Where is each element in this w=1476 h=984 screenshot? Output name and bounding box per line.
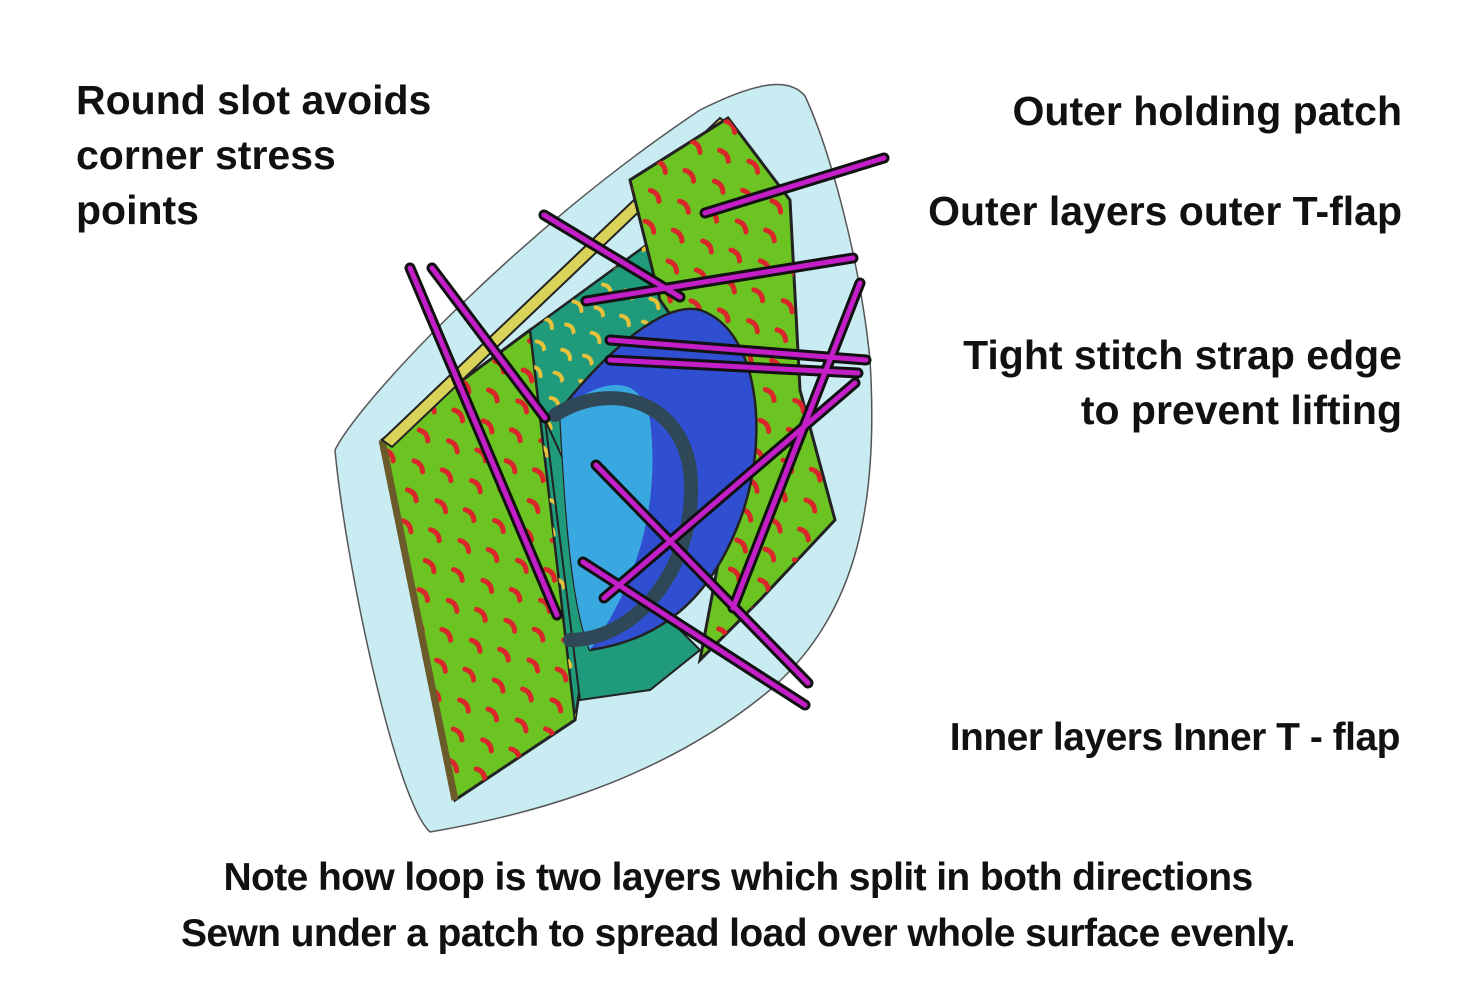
label-round-slot: Round slot avoids corner stress points: [76, 73, 431, 238]
pointer-lines: [404, 152, 890, 711]
label-outer-tflap: Outer layers outer T-flap: [928, 188, 1402, 234]
label-line: to prevent lifting: [1080, 387, 1402, 433]
label-line: Round slot avoids: [76, 77, 432, 123]
label-outer-holding-patch: Outer holding patch: [1012, 88, 1402, 134]
label-line: Tight stitch strap edge: [963, 332, 1402, 378]
label-line: points: [76, 187, 199, 233]
label-line: corner stress: [76, 132, 336, 178]
note-line-1: Note how loop is two layers which split …: [223, 856, 1253, 899]
label-inner-tflap: Inner layers Inner T - flap: [949, 716, 1401, 759]
note-line-2: Sewn under a patch to spread load over w…: [180, 912, 1296, 955]
label-tight-stitch: Tight stitch strap edge to prevent lifti…: [963, 328, 1402, 438]
